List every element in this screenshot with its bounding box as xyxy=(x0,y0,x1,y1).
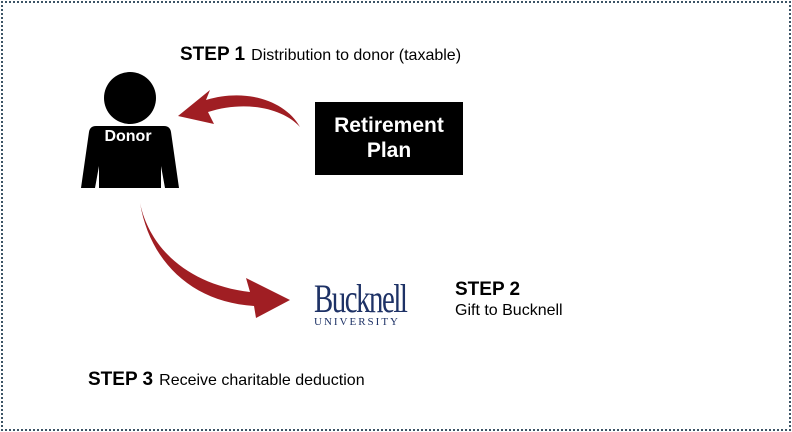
step-3-description: Receive charitable deduction xyxy=(159,372,365,389)
retirement-plan-label: Retirement Plan xyxy=(334,114,444,162)
step-2-title: STEP 2 xyxy=(455,279,521,300)
step-1-title: STEP 1 xyxy=(180,44,246,65)
step-2-description: Gift to Bucknell xyxy=(455,302,563,319)
donor-label: Donor xyxy=(104,128,152,145)
retirement-plan-box: Retirement Plan xyxy=(315,102,463,175)
step-3-title: STEP 3 xyxy=(88,369,154,390)
bucknell-logo-subtitle: UNIVERSITY xyxy=(314,316,400,328)
bucknell-logo: Bucknell UNIVERSITY xyxy=(314,276,424,329)
step-1-label: STEP 1 Distribution to donor (taxable) xyxy=(180,45,461,64)
curved-arrow-down-right-icon xyxy=(140,203,290,318)
step-3-label: STEP 3 Receive charitable deduction xyxy=(88,370,365,389)
donor-icon xyxy=(81,72,179,188)
step-1-description: Distribution to donor (taxable) xyxy=(251,47,462,64)
curved-arrow-left-icon xyxy=(178,90,300,127)
bucknell-logo-name: Bucknell xyxy=(314,276,408,321)
